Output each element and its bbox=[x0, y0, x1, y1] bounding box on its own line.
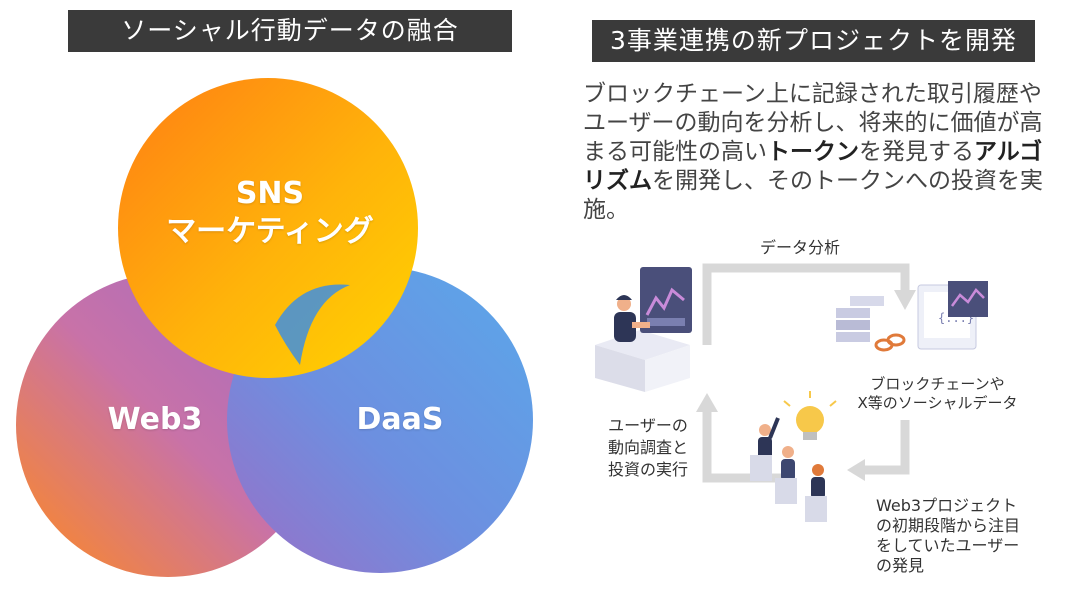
label-web3: Web3 bbox=[107, 402, 203, 437]
heading-right: 3事業連携の新プロジェクトを開発 bbox=[592, 20, 1035, 62]
venn-diagram bbox=[16, 78, 533, 577]
flow-bottom-line1: Web3プロジェクト bbox=[876, 496, 1018, 515]
desc-part1: ブロックチェーン上に記録された取引履歴やユーザーの動向を分析し、将来的に価値が高… bbox=[583, 81, 1043, 165]
overlap-shadow bbox=[275, 284, 350, 365]
flow-right-line1: ブロックチェーンや bbox=[870, 375, 1005, 393]
flow-label-data-sources: ブロックチェーンや X等のソーシャルデータ bbox=[835, 375, 1040, 413]
flow-diagram: {...} bbox=[595, 263, 988, 522]
flow-label-data-analysis: データ分析 bbox=[760, 238, 841, 257]
arrow-heads bbox=[696, 290, 916, 481]
flow-left-line3: 投資の実行 bbox=[607, 460, 688, 479]
desc-bold-token: トークン bbox=[767, 139, 859, 165]
flow-left-line2: 動向調査と bbox=[607, 438, 688, 457]
label-daas: DaaS bbox=[356, 402, 444, 437]
flow-bottom-line3: をしていたユーザー bbox=[876, 536, 1020, 555]
flow-label-early-users: Web3プロジェクト の初期段階から注目 をしていたユーザー の発見 bbox=[876, 496, 1066, 576]
label-sns-line1: SNS bbox=[235, 176, 305, 211]
desc-bold-algorithm: アルゴリズム bbox=[583, 139, 1043, 194]
label-sns: SNS マーケティング bbox=[150, 175, 390, 251]
desc-part2: を発見する bbox=[859, 139, 974, 165]
heading-left: ソーシャル行動データの融合 bbox=[68, 10, 512, 52]
desc-part3: を開発し、そのトークンへの投資を実施。 bbox=[583, 168, 1043, 223]
sns-circle bbox=[118, 78, 418, 378]
flow-right-line2: X等のソーシャルデータ bbox=[857, 394, 1018, 412]
flow-label-user-investment: ユーザーの 動向調査と 投資の実行 bbox=[593, 415, 703, 481]
analyst-illustration bbox=[595, 267, 692, 392]
flow-bottom-line4: の発見 bbox=[876, 556, 925, 575]
blockchain-illustration: {...} bbox=[836, 281, 988, 352]
audience-illustration bbox=[750, 391, 837, 522]
flow-left-line1: ユーザーの bbox=[608, 416, 688, 435]
flow-bottom-line2: の初期段階から注目 bbox=[876, 516, 1021, 535]
description-text: ブロックチェーン上に記録された取引履歴やユーザーの動向を分析し、将来的に価値が高… bbox=[583, 80, 1063, 225]
label-sns-line2: マーケティング bbox=[166, 214, 374, 249]
